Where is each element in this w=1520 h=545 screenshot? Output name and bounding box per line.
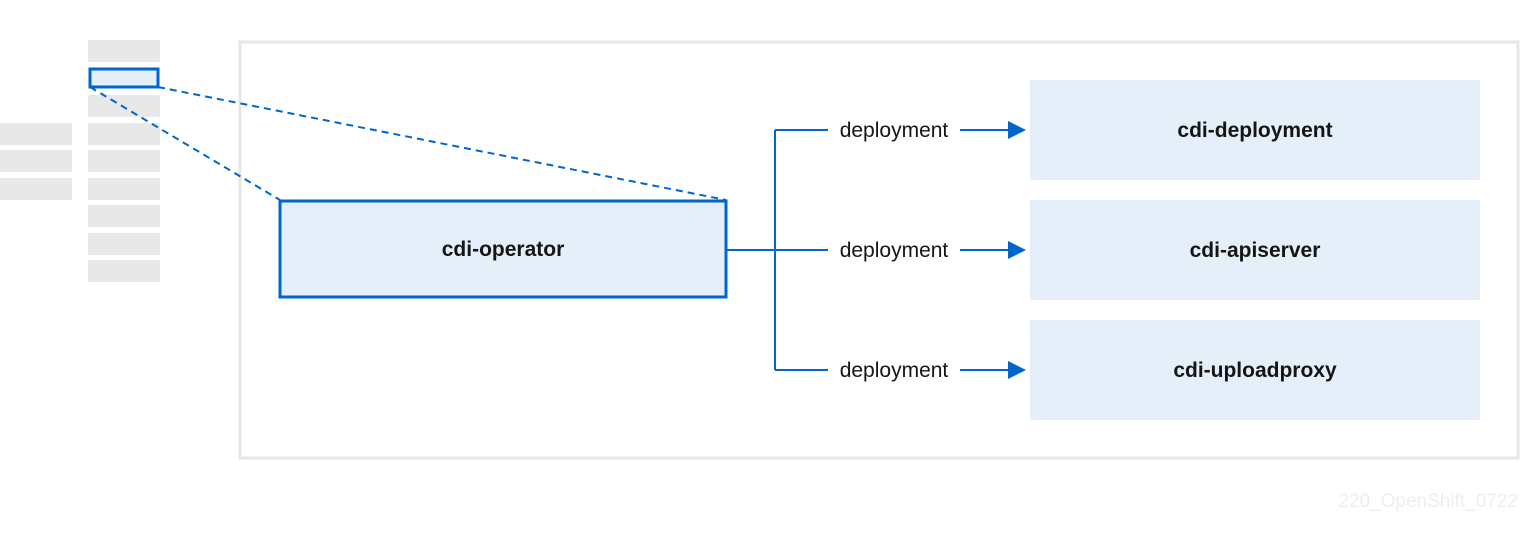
- stack-bar: [88, 40, 160, 62]
- connector-lines: [726, 129, 1012, 371]
- stack-bar-highlighted: [88, 67, 160, 89]
- overview-stack: [0, 40, 160, 282]
- cdi-apiserver-box: [1030, 200, 1480, 300]
- cdi-deployment-label: cdi-deployment: [1177, 119, 1332, 142]
- stack-bar: [88, 260, 160, 282]
- cdi-operator-node: cdi-operator: [278, 199, 728, 299]
- stack-bar: [88, 233, 160, 255]
- stack-bar: [88, 178, 160, 200]
- edge-label-deployment-3: deployment: [840, 359, 949, 382]
- stack-bar: [88, 123, 160, 145]
- arrowhead-icon: [1008, 121, 1026, 139]
- cdi-deployment-box: [1030, 80, 1480, 180]
- stack-bar: [88, 95, 160, 117]
- edge-label-deployment-2: deployment: [840, 239, 949, 262]
- cdi-deployment-node: cdi-deployment: [1030, 80, 1480, 180]
- stack-bar-left: [0, 150, 72, 172]
- arrowhead-icon: [1008, 241, 1026, 259]
- zoom-connector: [89, 86, 727, 201]
- zoom-line-top: [157, 86, 727, 201]
- cdi-uploadproxy-label: cdi-uploadproxy: [1173, 359, 1337, 382]
- detail-frame: [238, 40, 1520, 460]
- cdi-apiserver-label: cdi-apiserver: [1190, 239, 1321, 262]
- cdi-operator-label: cdi-operator: [442, 238, 565, 261]
- cdi-operator-box: [278, 199, 728, 299]
- cdi-uploadproxy-box: [1030, 320, 1480, 420]
- edge-label-deployment-1: deployment: [840, 119, 949, 142]
- figure-id-watermark: 220_OpenShift_0722: [1338, 491, 1518, 512]
- stack-bar-left: [0, 123, 72, 145]
- cdi-uploadproxy-node: cdi-uploadproxy: [1030, 320, 1480, 420]
- arrowheads: [1008, 121, 1026, 379]
- stack-bar: [88, 150, 160, 172]
- stack-bar: [88, 205, 160, 227]
- zoom-line-bottom: [89, 86, 281, 201]
- stack-bar-left: [0, 178, 72, 200]
- cdi-apiserver-node: cdi-apiserver: [1030, 200, 1480, 300]
- arrowhead-icon: [1008, 361, 1026, 379]
